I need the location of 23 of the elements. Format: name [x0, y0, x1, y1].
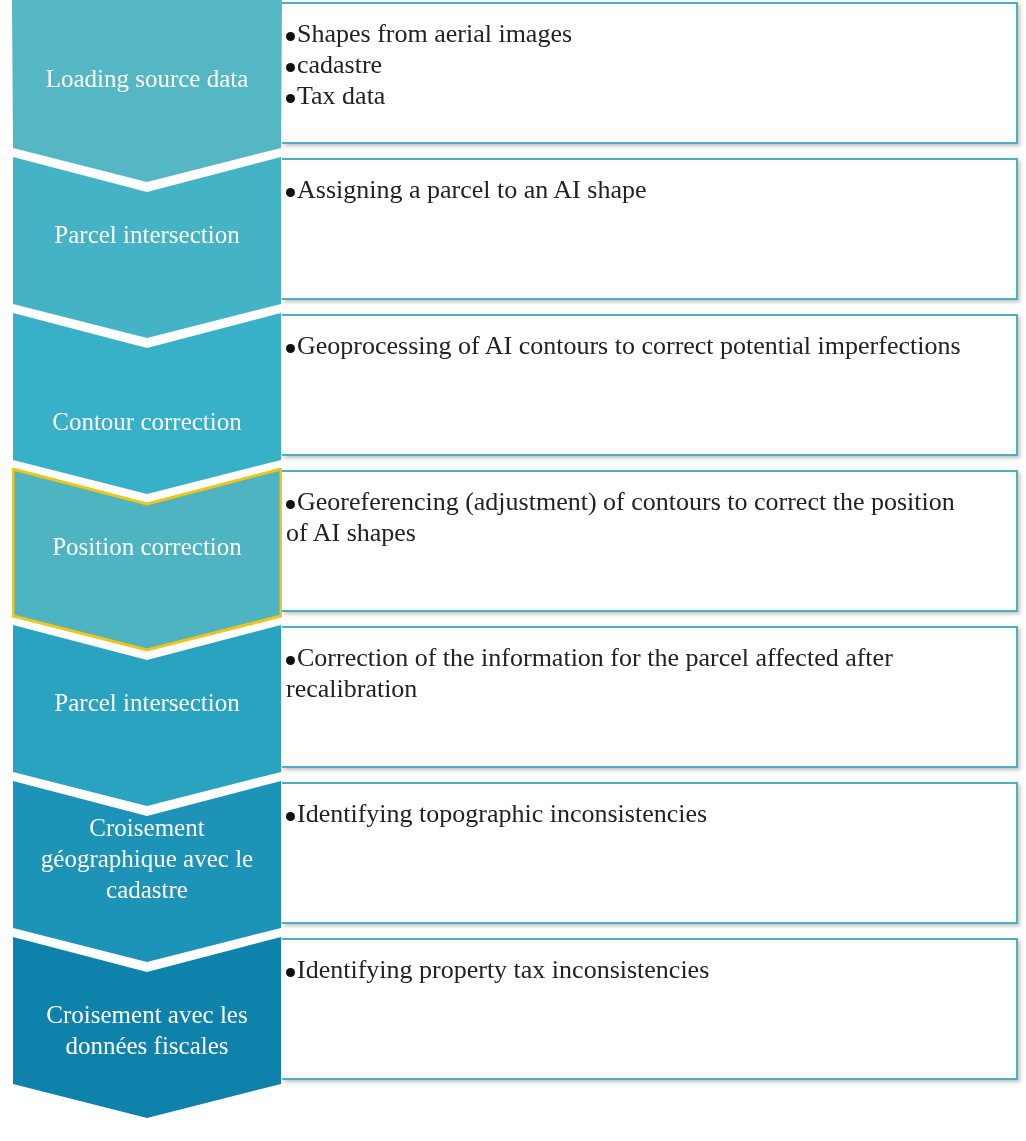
bullet-item: Georeferencing (adjustment) of contours to correct the position of AI shapes: [286, 486, 976, 548]
bullet-item: Correction of the information for the parcel affected after recalibration: [286, 642, 976, 704]
chevron-step: Position correction: [12, 468, 282, 652]
bullet-item: Tax data: [286, 80, 976, 111]
description-box: [282, 470, 1018, 612]
chevron-step: Contour correction: [12, 312, 282, 496]
chevron-step: Croisement géographique avec le cadastre: [12, 780, 282, 964]
description-box: [282, 314, 1018, 456]
chevron-step: Parcel intersection: [12, 624, 282, 808]
bullet-item: Shapes from aerial images: [286, 18, 976, 49]
bullet-item: Assigning a parcel to an AI shape: [286, 174, 976, 205]
description-box: [282, 626, 1018, 768]
description-box: [282, 938, 1018, 1080]
chevron-step: Parcel intersection: [12, 156, 282, 340]
chevron-step: Croisement avec les données fiscales: [12, 936, 282, 1120]
bullet-item: Identifying property tax inconsistencies: [286, 954, 976, 985]
description-box: [282, 2, 1018, 144]
chevron-step: Loading source data: [12, 0, 282, 184]
description-box: [282, 158, 1018, 300]
bullet-item: Geoprocessing of AI contours to correct potential imperfections: [286, 330, 976, 361]
description-box: [282, 782, 1018, 924]
bullet-item: Identifying topographic inconsistencies: [286, 798, 976, 829]
bullet-item: cadastre: [286, 49, 976, 80]
